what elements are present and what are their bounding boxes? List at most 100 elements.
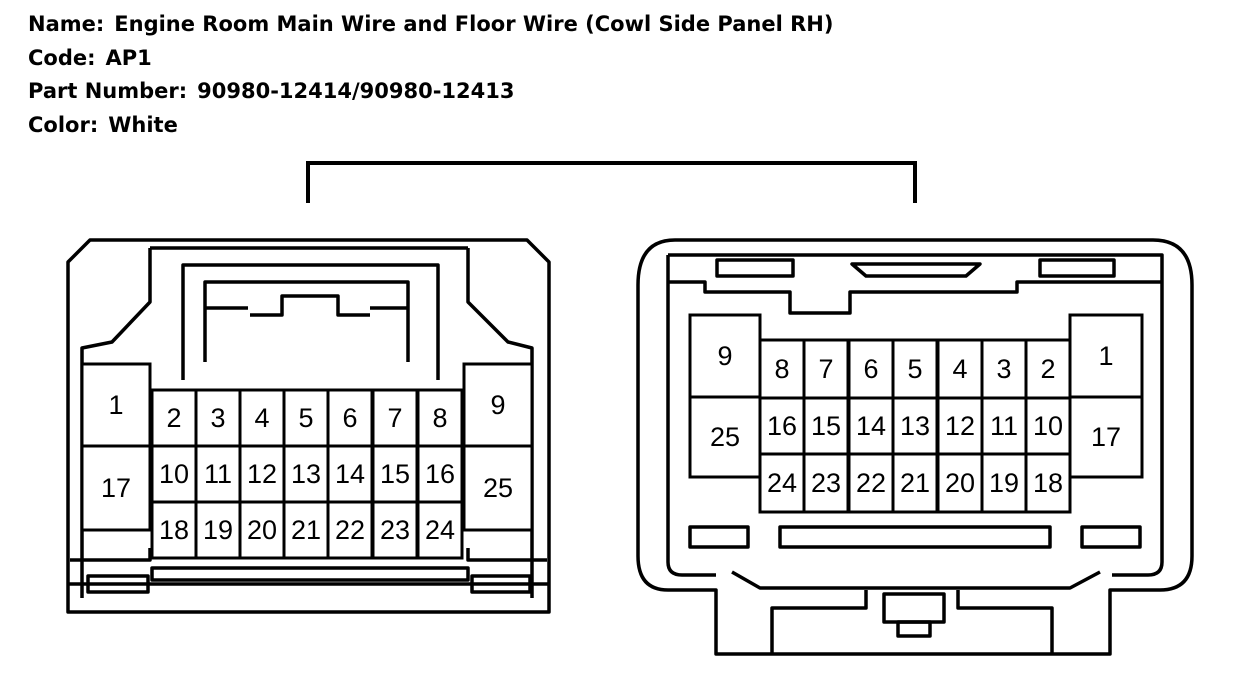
pin-number: 19 — [989, 468, 1019, 498]
pin-cavity — [80, 444, 152, 532]
pin-number: 20 — [247, 515, 277, 545]
code-value: AP1 — [105, 45, 152, 70]
pin-number: 24 — [425, 515, 455, 545]
pin-number: 21 — [900, 468, 930, 498]
left-base-bar — [150, 566, 470, 582]
pin-cavity — [802, 452, 850, 514]
pin-number: 9 — [717, 341, 732, 371]
pin-number: 5 — [298, 403, 313, 433]
pin-number: 17 — [101, 473, 131, 503]
pin-cavity — [238, 500, 286, 560]
pin-number: 2 — [166, 403, 181, 433]
pin-number: 8 — [774, 354, 789, 384]
right-bottom-slot-right — [1080, 525, 1142, 549]
left-latch-tab — [250, 294, 370, 317]
pin-number: 23 — [811, 468, 841, 498]
pin-number: 22 — [856, 468, 886, 498]
pin-cavity — [758, 452, 806, 514]
right-top-channel — [668, 280, 1162, 315]
part-number-label: Part Number: — [28, 79, 188, 103]
color-label: Color: — [28, 112, 99, 137]
pin-number: 22 — [335, 515, 365, 545]
pin-number: 15 — [380, 459, 410, 489]
pin-number: 7 — [387, 403, 402, 433]
pin-number: 25 — [483, 473, 513, 503]
pin-number: 12 — [247, 459, 277, 489]
pin-cavity — [150, 388, 198, 448]
pin-number: 12 — [945, 411, 975, 441]
pin-cavity — [936, 396, 984, 456]
pin-number: 4 — [254, 403, 269, 433]
pin-cavity — [847, 396, 895, 456]
pin-number: 10 — [1033, 411, 1063, 441]
left-foot-left — [86, 574, 150, 594]
name-label: Name: — [28, 12, 105, 36]
code-label: Code: — [28, 45, 96, 70]
right-housing-inner-right — [668, 253, 1164, 577]
pin-number: 21 — [291, 515, 321, 545]
pin-cavity — [1024, 452, 1072, 514]
right-top-slot-right — [1038, 258, 1116, 278]
pin-number: 14 — [856, 411, 886, 441]
pin-number: 1 — [1098, 341, 1113, 371]
left-bottom-step-left — [70, 548, 152, 562]
pin-cavity — [980, 452, 1028, 514]
pin-number: 24 — [767, 468, 797, 498]
part-number-line: Part Number: 90980-12414/90980-12413 — [28, 75, 833, 109]
pin-cavity — [1068, 395, 1144, 479]
color-value: White — [108, 112, 178, 137]
pin-number: 8 — [432, 403, 447, 433]
pin-number: 2 — [1040, 354, 1055, 384]
pin-cavity — [416, 500, 464, 560]
pin-cavity — [282, 388, 330, 448]
pin-number: 3 — [210, 403, 225, 433]
pin-number: 25 — [710, 422, 740, 452]
pin-cavity — [891, 396, 939, 456]
right-housing-inner-left — [666, 255, 716, 577]
pin-number: 20 — [945, 468, 975, 498]
left-latch-outer — [181, 263, 440, 380]
color-line: Color: White — [28, 109, 833, 143]
pin-cavity — [462, 444, 534, 532]
left-foot-right — [470, 574, 532, 594]
pin-number: 19 — [203, 515, 233, 545]
left-bottom-step-right — [466, 548, 547, 562]
pin-number: 13 — [291, 459, 321, 489]
pin-number: 9 — [490, 390, 505, 420]
pin-number: 11 — [990, 411, 1018, 441]
pin-number: 23 — [380, 515, 410, 545]
code-line: Code: AP1 — [28, 42, 833, 76]
pin-number: 11 — [204, 459, 232, 489]
pin-cavity — [326, 388, 374, 448]
pin-cavity — [462, 362, 534, 448]
pin-cavity — [80, 362, 152, 448]
pin-number: 1 — [108, 390, 123, 420]
left-housing-outline — [66, 238, 551, 614]
pin-cavity — [416, 444, 464, 504]
pin-number: 17 — [1091, 422, 1121, 452]
pin-cavity — [1024, 396, 1072, 456]
pin-cavity — [282, 500, 330, 560]
name-line: Name:Engine Room Main Wire and Floor Wir… — [28, 8, 833, 42]
pin-number: 3 — [996, 354, 1011, 384]
pin-number: 7 — [818, 354, 833, 384]
pin-cavity — [688, 395, 762, 479]
right-top-lock — [850, 262, 982, 278]
pin-number: 5 — [907, 354, 922, 384]
right-housing-outline — [636, 238, 1194, 656]
right-bottom-curve — [731, 570, 1101, 590]
part-number-value: 90980-12414/90980-12413 — [197, 79, 515, 103]
connector-info: Name:Engine Room Main Wire and Floor Wir… — [28, 8, 833, 142]
pin-number: 16 — [767, 411, 797, 441]
pin-number: 18 — [1033, 468, 1063, 498]
pin-number: 16 — [425, 459, 455, 489]
pin-number: 13 — [900, 411, 930, 441]
pin-number: 10 — [159, 459, 189, 489]
pin-number: 6 — [863, 354, 878, 384]
right-release-knob — [896, 620, 932, 638]
pin-number: 4 — [952, 354, 967, 384]
pin-cavity — [371, 500, 419, 560]
pin-number: 6 — [342, 403, 357, 433]
